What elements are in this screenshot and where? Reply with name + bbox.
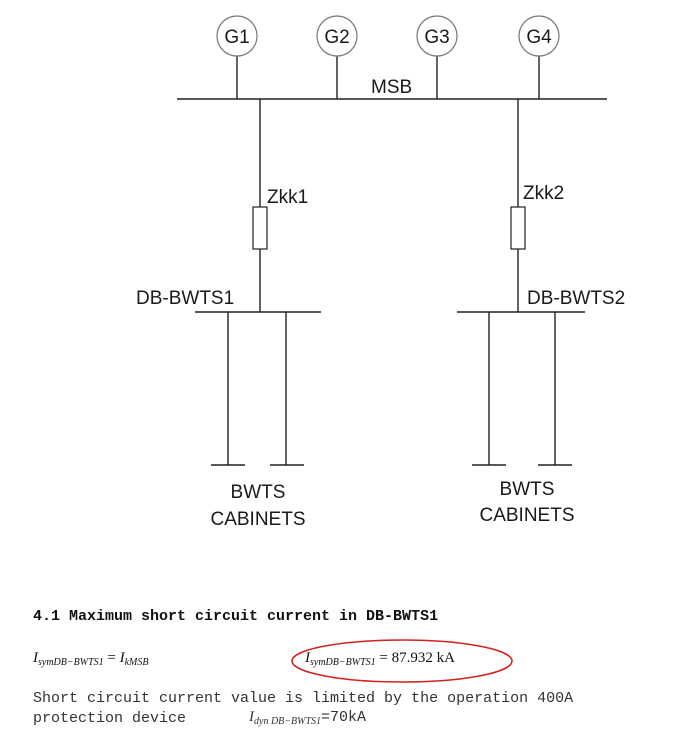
generator-g1-circle xyxy=(216,15,258,57)
msb-label: MSB xyxy=(371,77,412,98)
generator-g4-label: G4 xyxy=(526,27,552,48)
generator-g1-label: G1 xyxy=(224,27,249,48)
section-heading: 4.1 Maximum short circuit current in DB-… xyxy=(33,608,439,625)
generator-g2-label: G2 xyxy=(324,27,349,48)
eq-lhs-symbol: I xyxy=(33,650,38,666)
load-1-line1: BWTS xyxy=(231,482,286,503)
result-text: = 87.932 kA xyxy=(379,650,455,666)
zkk1-label: Zkk1 xyxy=(267,187,308,208)
load-2-line2: CABINETS xyxy=(479,505,574,526)
result-value: IsymDB−BWTS1 = 87.932 kA xyxy=(305,650,455,668)
note-line-2: protection device xyxy=(33,710,187,727)
load-2-line1: BWTS xyxy=(500,479,555,500)
dyn-symbol: I xyxy=(249,709,254,725)
generator-g3-label: G3 xyxy=(424,27,449,48)
eq-equals: = xyxy=(107,650,116,666)
dynamic-current: Idyn DB−BWTS1=70kA xyxy=(249,709,366,727)
highlight-ellipse xyxy=(291,639,513,683)
result-subscript: symDB−BWTS1 xyxy=(310,657,376,668)
zkk1-impedance xyxy=(252,206,268,250)
equation-line: IsymDB−BWTS1 = IkMSB xyxy=(33,650,149,668)
single-line-diagram: G1 G2 G3 G4 MSB Zkk1 Zkk2 DB-BWTS1 BWTS … xyxy=(136,15,625,530)
zkk2-label: Zkk2 xyxy=(523,183,564,204)
eq-rhs-subscript: kMSB xyxy=(124,657,149,668)
generator-g4-circle xyxy=(518,15,560,57)
result-symbol: I xyxy=(305,650,310,666)
note-text: Short circuit current value is limited b… xyxy=(33,689,573,729)
db-bwts1-label: DB-BWTS1 xyxy=(136,288,234,309)
eq-rhs-symbol: I xyxy=(119,650,125,666)
dyn-subscript: dyn DB−BWTS1 xyxy=(254,716,322,727)
dyn-value: =70kA xyxy=(321,709,367,726)
eq-lhs-subscript: symDB−BWTS1 xyxy=(38,657,104,668)
zkk2-impedance xyxy=(510,206,526,250)
db-bwts2-label: DB-BWTS2 xyxy=(527,288,625,309)
note-line-1: Short circuit current value is limited b… xyxy=(33,690,574,707)
generator-g2-circle xyxy=(316,15,358,57)
load-1-line2: CABINETS xyxy=(210,509,305,530)
generator-g3-circle xyxy=(416,15,458,57)
